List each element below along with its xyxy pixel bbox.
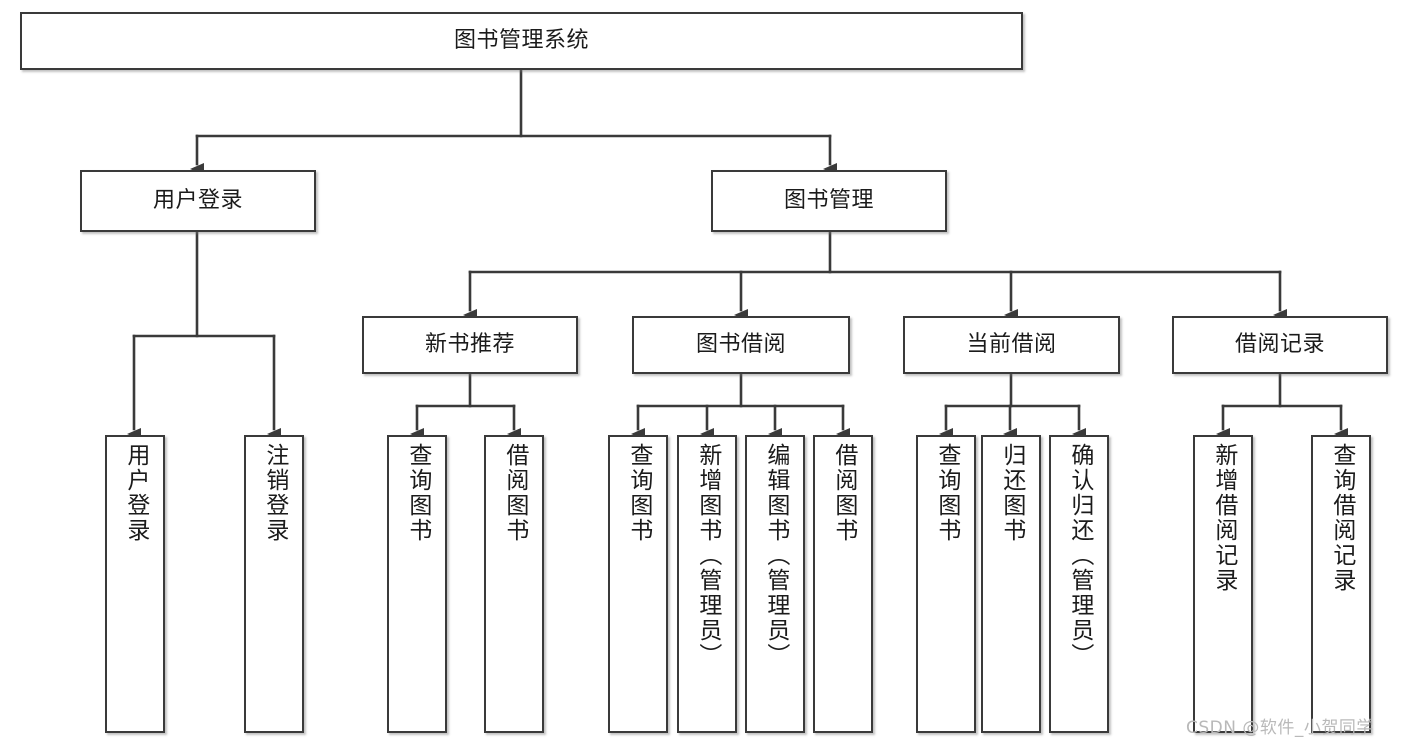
node-leaf-add-book-label: 新增图书（管理员） [694, 443, 721, 668]
node-leaf-query-book-1-label: 查询图书 [404, 443, 431, 543]
node-root[interactable]: 图书管理系统 [20, 12, 1023, 70]
node-user-login[interactable]: 用户登录 [80, 170, 316, 232]
node-leaf-logout-login[interactable]: 注销登录 [244, 435, 304, 733]
node-new-book-recommend-label: 新书推荐 [424, 332, 515, 358]
node-leaf-query-book-2[interactable]: 查询图书 [608, 435, 668, 733]
node-leaf-user-login[interactable]: 用户登录 [105, 435, 165, 733]
node-leaf-return-book[interactable]: 归还图书 [981, 435, 1041, 733]
node-leaf-query-book-3[interactable]: 查询图书 [916, 435, 976, 733]
node-leaf-edit-book[interactable]: 编辑图书（管理员） [745, 435, 805, 733]
node-leaf-borrow-book-2-label: 借阅图书 [830, 443, 857, 543]
node-leaf-query-book-3-label: 查询图书 [933, 443, 960, 543]
node-leaf-user-login-label: 用户登录 [122, 443, 149, 543]
node-leaf-confirm-return-label: 确认归还（管理员） [1066, 443, 1093, 668]
node-leaf-query-book-2-label: 查询图书 [625, 443, 652, 543]
node-leaf-query-record-label: 查询借阅记录 [1328, 443, 1355, 593]
node-root-label: 图书管理系统 [453, 28, 589, 54]
node-leaf-add-record-label: 新增借阅记录 [1210, 443, 1237, 593]
node-leaf-borrow-book-1-label: 借阅图书 [501, 443, 528, 543]
node-current-borrow-label: 当前借阅 [966, 332, 1057, 358]
node-leaf-query-record[interactable]: 查询借阅记录 [1311, 435, 1371, 733]
node-leaf-confirm-return[interactable]: 确认归还（管理员） [1049, 435, 1109, 733]
node-borrow-record-label: 借阅记录 [1234, 332, 1325, 358]
node-leaf-return-book-label: 归还图书 [998, 443, 1025, 543]
node-leaf-query-book-1[interactable]: 查询图书 [387, 435, 447, 733]
node-new-book-recommend[interactable]: 新书推荐 [362, 316, 578, 374]
node-leaf-add-book[interactable]: 新增图书（管理员） [677, 435, 737, 733]
node-leaf-borrow-book-2[interactable]: 借阅图书 [813, 435, 873, 733]
node-user-login-label: 用户登录 [152, 188, 243, 214]
node-leaf-add-record[interactable]: 新增借阅记录 [1193, 435, 1253, 733]
watermark-text: CSDN @软件_小贺同学 [1186, 718, 1374, 738]
node-book-manage[interactable]: 图书管理 [711, 170, 947, 232]
node-book-borrow-label: 图书借阅 [695, 332, 786, 358]
node-borrow-record[interactable]: 借阅记录 [1172, 316, 1388, 374]
node-leaf-logout-login-label: 注销登录 [261, 443, 288, 543]
node-leaf-edit-book-label: 编辑图书（管理员） [762, 443, 789, 668]
node-leaf-borrow-book-1[interactable]: 借阅图书 [484, 435, 544, 733]
node-book-manage-label: 图书管理 [783, 188, 874, 214]
node-book-borrow[interactable]: 图书借阅 [632, 316, 850, 374]
node-current-borrow[interactable]: 当前借阅 [903, 316, 1120, 374]
